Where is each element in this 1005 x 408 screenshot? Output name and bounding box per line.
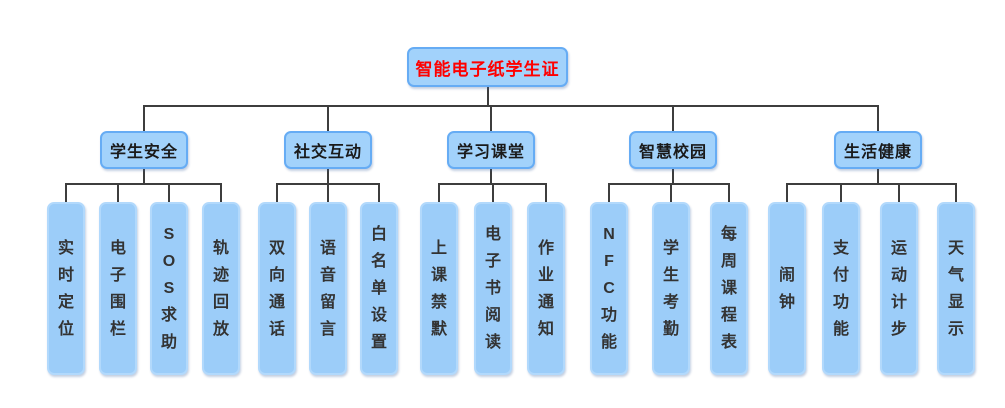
connector-line <box>220 184 222 202</box>
connector-line <box>728 184 730 202</box>
connector-line <box>672 105 674 131</box>
connector-line <box>955 184 957 202</box>
connector-line <box>672 168 674 184</box>
connector-line <box>608 183 730 185</box>
feature-node: 作业通知 <box>527 202 565 375</box>
connector-line <box>898 184 900 202</box>
feature-node: 电子书阅读 <box>474 202 512 375</box>
connector-line <box>438 184 440 202</box>
connector-line <box>143 105 879 107</box>
category-node-learning-classroom: 学习课堂 <box>447 131 535 169</box>
feature-node: 语音留言 <box>309 202 347 375</box>
feature-node: 学生考勤 <box>652 202 690 375</box>
connector-line <box>492 184 494 202</box>
category-node-smart-campus: 智慧校园 <box>629 131 717 169</box>
root-node: 智能电子纸学生证 <box>407 47 568 87</box>
connector-line <box>117 184 119 202</box>
connector-line <box>65 184 67 202</box>
feature-node: 实时定位 <box>47 202 85 375</box>
connector-line <box>545 184 547 202</box>
category-node-student-safety: 学生安全 <box>100 131 188 169</box>
connector-line <box>327 105 329 131</box>
feature-node: 电子围栏 <box>99 202 137 375</box>
connector-line <box>143 105 145 131</box>
feature-node: 运动计步 <box>880 202 918 375</box>
feature-node: 每周课程表 <box>710 202 748 375</box>
feature-node: 闹钟 <box>768 202 806 375</box>
feature-node: 天气显示 <box>937 202 975 375</box>
connector-line <box>490 168 492 184</box>
category-node-life-health: 生活健康 <box>834 131 922 169</box>
connector-line <box>877 168 879 184</box>
connector-line <box>276 184 278 202</box>
connector-line <box>65 183 222 185</box>
connector-line <box>327 184 329 202</box>
connector-line <box>840 184 842 202</box>
feature-node: 轨迹回放 <box>202 202 240 375</box>
feature-node: 上课禁默 <box>420 202 458 375</box>
connector-line <box>786 184 788 202</box>
connector-line <box>327 168 329 184</box>
feature-node: 白名单设置 <box>360 202 398 375</box>
connector-line <box>877 105 879 131</box>
connector-line <box>378 184 380 202</box>
connector-line <box>786 183 957 185</box>
category-node-social-interaction: 社交互动 <box>284 131 372 169</box>
connector-line <box>670 184 672 202</box>
feature-node: 双向通话 <box>258 202 296 375</box>
connector-line <box>490 105 492 131</box>
connector-line <box>487 86 489 106</box>
connector-line <box>143 168 145 184</box>
feature-node: 支付功能 <box>822 202 860 375</box>
connector-line <box>168 184 170 202</box>
connector-line <box>608 184 610 202</box>
